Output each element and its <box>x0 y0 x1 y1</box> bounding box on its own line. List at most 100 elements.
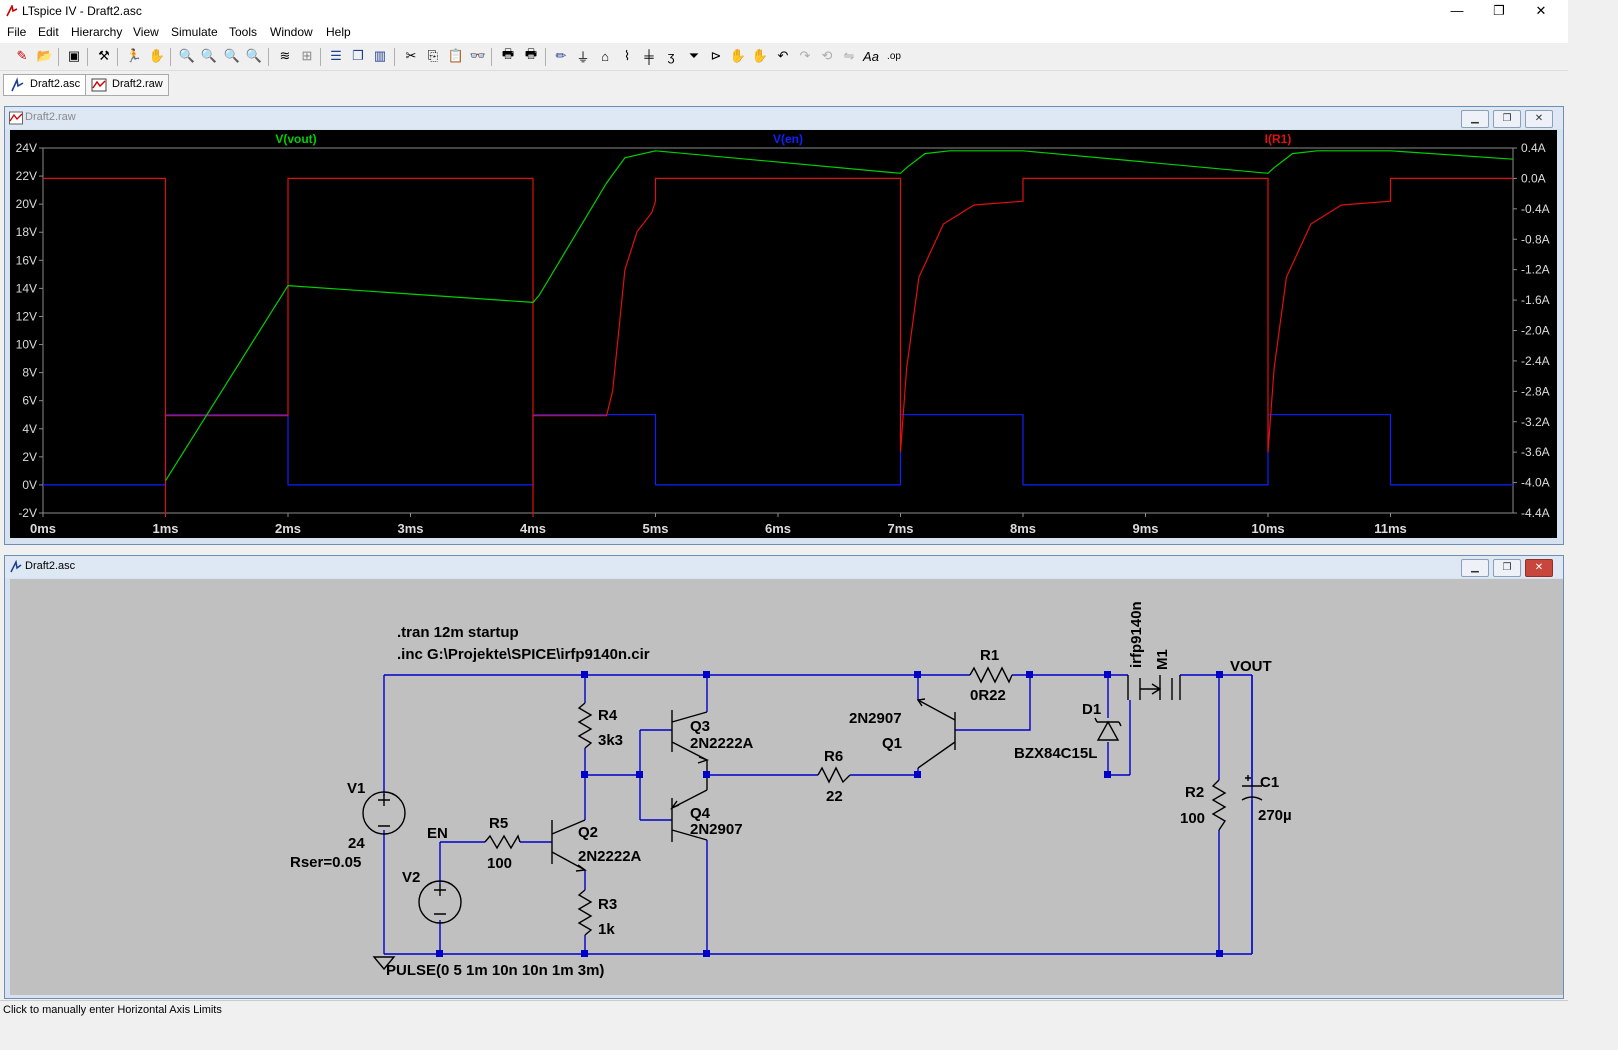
wire-icon[interactable]: ✏ <box>555 48 567 63</box>
autorange-icon[interactable]: ≋ <box>279 48 291 63</box>
schematic-restore-button[interactable]: ❐ <box>1493 559 1521 577</box>
r1-value: 0R22 <box>970 687 1006 704</box>
close-button[interactable]: ✕ <box>1535 3 1547 18</box>
y-right-tick-label: -1.2A <box>1521 263 1550 277</box>
q3-ref: Q3 <box>690 718 710 735</box>
text-icon[interactable]: Aa <box>863 48 879 64</box>
move-icon[interactable]: ✋ <box>729 48 747 63</box>
y-left-tick-label: 20V <box>16 197 37 211</box>
drag-icon[interactable]: ✋ <box>751 48 769 63</box>
menu-help[interactable]: Help <box>326 25 351 39</box>
undo-icon[interactable]: ↶ <box>777 48 789 63</box>
tile-vertical-icon[interactable]: ▥ <box>373 48 387 63</box>
resistor-icon[interactable]: ⌇ <box>623 48 631 63</box>
waveform-chart[interactable]: 24V22V20V18V16V14V12V10V8V6V4V2V0V-2V0.4… <box>10 130 1557 538</box>
copy-icon[interactable]: ⎘ <box>427 48 439 63</box>
zoom-in-icon[interactable]: 🔍 <box>178 48 196 63</box>
halt-icon[interactable]: ✋ <box>148 48 166 63</box>
r4-ref: R4 <box>598 707 618 724</box>
m1-model: irfp9140n <box>1128 601 1145 668</box>
y-right-tick-label: 0.0A <box>1521 171 1546 185</box>
menu-tools[interactable]: Tools <box>229 25 258 39</box>
waveform-icon <box>91 78 107 92</box>
y-right-tick-label: -0.8A <box>1521 232 1550 246</box>
cascade-icon[interactable]: ❐ <box>352 48 364 63</box>
zoom-area-icon[interactable]: 🔍 <box>200 48 218 63</box>
r1-ref: R1 <box>980 647 999 664</box>
grid-icon[interactable]: ⊞ <box>301 48 313 63</box>
q2-ref: Q2 <box>578 824 598 841</box>
inductor-icon[interactable]: ʒ <box>667 48 675 64</box>
cut-icon[interactable]: ✂ <box>405 48 417 63</box>
open-icon[interactable]: 📂 <box>36 48 54 63</box>
waveform-restore-button[interactable]: ❐ <box>1493 110 1521 128</box>
find-icon[interactable]: 👓 <box>469 48 487 63</box>
schematic-icon <box>10 560 22 573</box>
trace-label: V(vout) <box>275 132 316 146</box>
en-net-label: EN <box>427 825 448 842</box>
wires <box>383 674 1253 955</box>
tab-draft2-asc[interactable]: Draft2.asc <box>3 74 87 96</box>
tab-draft2-raw[interactable]: Draft2.raw <box>85 74 169 96</box>
ground-icon[interactable]: ⏚ <box>576 49 590 65</box>
zoom-out-icon[interactable]: 🔍 <box>223 48 241 63</box>
document-tabs: Draft2.asc Draft2.raw <box>0 71 1568 97</box>
schematic-drawing[interactable]: .tran 12m startup .inc G:\Projekte\SPICE… <box>10 579 1563 995</box>
rotate-icon[interactable]: ⟲ <box>821 48 833 63</box>
label-net-icon[interactable]: ⌂ <box>601 48 609 64</box>
trace-label: I(R1) <box>1265 132 1292 146</box>
trace-v-en <box>43 414 1513 486</box>
tile-horizontal-icon[interactable]: ☰ <box>330 48 342 63</box>
y-left-tick-label: 6V <box>22 394 37 408</box>
y-left-tick-label: 10V <box>16 338 37 352</box>
y-right-tick-label: -0.4A <box>1521 202 1550 216</box>
x-tick-label: 4ms <box>520 521 546 536</box>
x-tick-label: 7ms <box>887 521 913 536</box>
print-icon[interactable]: 🖶 <box>524 46 538 61</box>
minimize-button[interactable]: — <box>1450 3 1464 18</box>
control-panel-icon[interactable]: ⚒ <box>98 48 110 63</box>
menu-hierarchy[interactable]: Hierarchy <box>71 25 123 39</box>
menu-simulate[interactable]: Simulate <box>171 25 218 39</box>
capacitor-icon[interactable]: ╪ <box>644 48 654 64</box>
paste-icon[interactable]: 📋 <box>447 48 465 63</box>
y-left-tick-label: 4V <box>22 422 37 436</box>
schematic-close-button[interactable]: ✕ <box>1525 559 1553 577</box>
mirror-icon[interactable]: ⇋ <box>843 48 855 63</box>
print-setup-icon[interactable]: 🖶 <box>501 46 515 61</box>
schematic-canvas[interactable]: .tran 12m startup .inc G:\Projekte\SPICE… <box>10 579 1563 995</box>
save-icon[interactable]: ▣ <box>67 48 81 63</box>
schematic-window-titlebar[interactable]: Draft2.asc ▁ ❐ ✕ <box>5 556 1563 578</box>
toolbar: ✎ 📂 ▣ ⚒ 🏃 ✋ 🔍 🔍 🔍 🔍 ≋ ⊞ ☰ ❐ ▥ ✂ ⎘ 📋 👓 🖶 … <box>0 44 1568 71</box>
spice-directive-icon[interactable]: .op <box>887 50 901 62</box>
run-icon[interactable]: 🏃 <box>125 48 143 63</box>
y-left-tick-label: 18V <box>16 225 37 239</box>
x-tick-label: 2ms <box>275 521 301 536</box>
menu-edit[interactable]: Edit <box>38 25 59 39</box>
y-left-tick-label: 12V <box>16 309 37 323</box>
r5-ref: R5 <box>489 815 508 832</box>
waveform-close-button[interactable]: ✕ <box>1525 110 1553 128</box>
c1-value: 270µ <box>1258 807 1292 824</box>
y-left-tick-label: -2V <box>18 506 37 520</box>
trace-label: V(en) <box>773 132 803 146</box>
x-tick-label: 11ms <box>1374 521 1407 536</box>
menu-window[interactable]: Window <box>270 25 313 39</box>
redo-icon[interactable]: ↷ <box>799 48 811 63</box>
waveform-minimize-button[interactable]: ▁ <box>1461 110 1489 128</box>
waveform-icon <box>9 111 23 125</box>
menu-file[interactable]: File <box>7 25 27 39</box>
maximize-button[interactable]: ❐ <box>1493 3 1505 18</box>
diode-icon[interactable]: ⏷ <box>688 48 700 63</box>
q4-model: 2N2907 <box>690 821 743 838</box>
new-schematic-icon[interactable]: ✎ <box>16 48 28 63</box>
zoom-full-icon[interactable]: 🔍 <box>245 48 263 63</box>
v2-ref: V2 <box>402 869 420 886</box>
x-tick-label: 0ms <box>30 521 56 536</box>
schematic-minimize-button[interactable]: ▁ <box>1461 559 1489 577</box>
menu-view[interactable]: View <box>133 25 159 39</box>
component-icon[interactable]: ⊳ <box>710 48 722 63</box>
directive-tran: .tran 12m startup <box>397 624 519 641</box>
waveform-window-titlebar[interactable]: Draft2.raw ▁ ❐ ✕ <box>5 107 1563 129</box>
